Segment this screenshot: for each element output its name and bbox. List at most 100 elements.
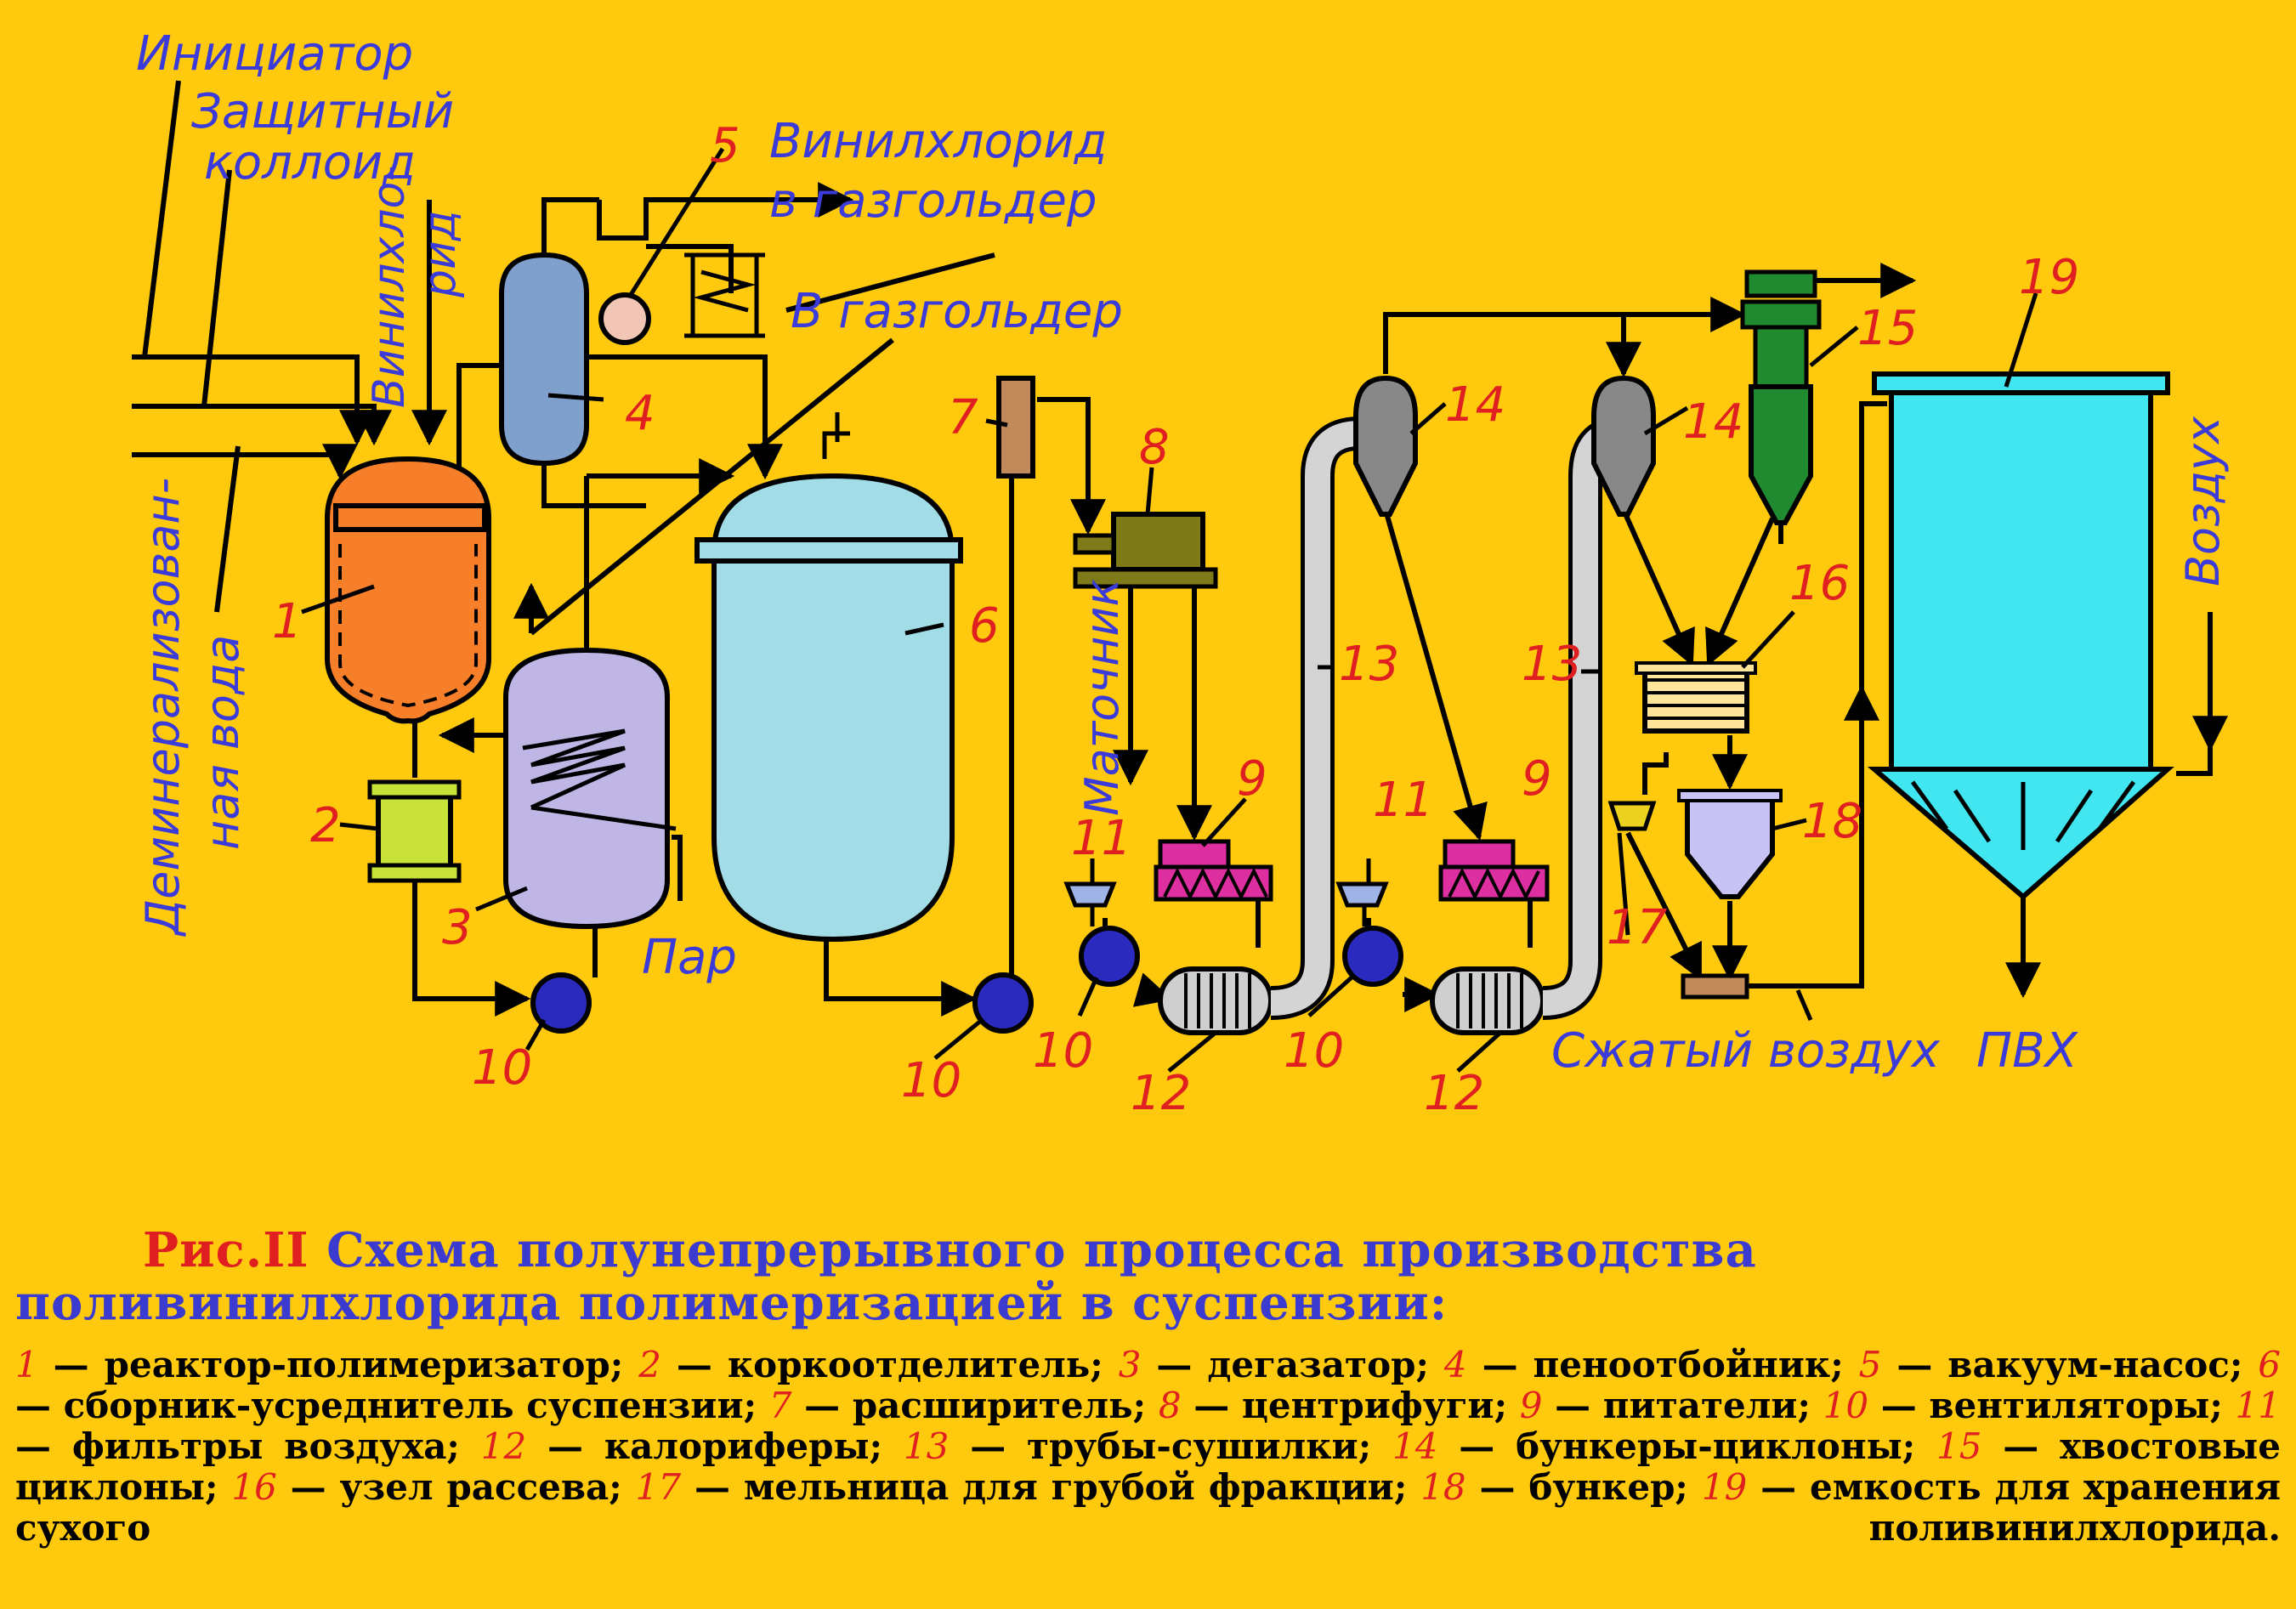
label-vinylchloride-1: Винилхло- (364, 166, 415, 408)
num-4: 4 (625, 386, 655, 441)
legend-text: — бункер; (1465, 1466, 1702, 1508)
num-11-b: 11 (1373, 773, 1433, 828)
legend-text: — коркоотделитель; (660, 1344, 1119, 1385)
legend-item: 4 — пеноотбойник; (1444, 1344, 1859, 1385)
legend-number: 18 (1420, 1466, 1466, 1508)
legend-number: 9 (1519, 1385, 1543, 1426)
heater-2 (1430, 966, 1545, 1035)
air-filter-1 (1063, 881, 1117, 926)
legend-text: — бункеры-циклоны; (1437, 1425, 1937, 1467)
legend-text: — мельница для грубой фракции; (681, 1466, 1421, 1508)
label-steam: Пар (642, 930, 737, 985)
legend-text: — сборник-усреднитель суспензии; (15, 1385, 769, 1426)
legend-text: — вакуум-насос; (1881, 1344, 2259, 1385)
legend-number: 13 (903, 1425, 950, 1467)
label-demin-water-2: ная вода (196, 635, 249, 850)
legend-text: — вентиляторы; (1868, 1385, 2236, 1426)
legend-number: 5 (1858, 1344, 1882, 1385)
degasser (503, 647, 677, 930)
legend-text: — пеноотбойник; (1466, 1344, 1859, 1385)
num-14-a: 14 (1445, 377, 1505, 433)
legend-text: — расширитель; (791, 1385, 1159, 1426)
num-2: 2 (310, 798, 341, 853)
num-12-a: 12 (1131, 1066, 1191, 1121)
air-filter-2 (1335, 881, 1389, 926)
feeder-2 (1438, 839, 1550, 902)
caption-text: Схема полунепрерывного процесса производ… (15, 1222, 1757, 1331)
tail-cyclone (1740, 269, 1822, 544)
legend-text: — емкость для хранения сухого поливинилх… (15, 1466, 2282, 1549)
label-vc-gasholder-2: в газгольдер (769, 173, 1097, 229)
label-leaders (142, 80, 995, 636)
coarse-mill (1607, 801, 1657, 831)
legend-item: 14 — бункеры-циклоны; (1392, 1425, 1936, 1467)
legend-text: — дегазатор; (1141, 1344, 1444, 1385)
legend-number: 15 (1936, 1425, 1982, 1467)
num-6: 6 (969, 598, 1000, 654)
num-17: 17 (1607, 900, 1668, 955)
num-10-b: 10 (901, 1053, 961, 1108)
legend-number: 14 (1392, 1425, 1438, 1467)
legend-item: 10 — вентиляторы; (1823, 1385, 2236, 1426)
air-nozzle (1681, 973, 1749, 1000)
num-14-b: 14 (1683, 394, 1743, 450)
num-1: 1 (272, 594, 303, 649)
legend-number: 8 (1158, 1385, 1182, 1426)
pvc-storage (1867, 371, 2174, 900)
num-13-b: 13 (1522, 637, 1582, 692)
legend-item: 17 — мельница для грубой фракции; (636, 1466, 1421, 1508)
legend-text: — питатели; (1542, 1385, 1823, 1426)
fan-1 (530, 972, 592, 1034)
num-12-b: 12 (1424, 1066, 1484, 1121)
legend-item: 12 — калориферы; (481, 1425, 904, 1467)
legend-text: — реактор-полимеризатор; (37, 1344, 639, 1385)
legend-text: — центрифуги; (1181, 1385, 1520, 1426)
legend-item: 2 — коркоотделитель; (638, 1344, 1119, 1385)
legend-item: 8 — центрифуги; (1159, 1385, 1520, 1426)
process-flow-diagram: Инициатор Защитный коллоид Винилхло- рид… (132, 26, 2230, 1121)
vacuum-pump (598, 292, 651, 345)
label-vinylchloride-2: рид (415, 210, 466, 298)
strainer (367, 779, 462, 883)
foam-separator (499, 252, 589, 467)
num-5: 5 (710, 118, 740, 173)
legend-text: — трубы-сушилки; (949, 1425, 1393, 1467)
label-colloid-1: Защитный (191, 84, 454, 139)
legend-item: 7 — расширитель; (769, 1385, 1159, 1426)
num-19: 19 (2019, 250, 2079, 305)
legend-item: 9 — питатели; (1520, 1385, 1823, 1426)
label-pvc: ПВХ (1976, 1023, 2079, 1079)
legend-number: 10 (1823, 1385, 1869, 1426)
legend-text: — узел рассева; (276, 1466, 636, 1508)
label-vc-gasholder-1: Винилхлорид (769, 114, 1107, 169)
legend-number: 17 (635, 1466, 682, 1508)
legend-number: 7 (768, 1385, 792, 1426)
cyclone-2 (1591, 375, 1656, 517)
legend-number: 2 (638, 1344, 661, 1385)
condenser (684, 252, 765, 338)
equipment-numbers: 1 2 3 4 5 6 7 8 9 9 10 10 10 10 11 11 12… (272, 118, 2079, 1121)
num-16: 16 (1789, 556, 1850, 611)
legend-number: 19 (1701, 1466, 1748, 1508)
legend-item: 5 — вакуум-насос; (1859, 1344, 2259, 1385)
label-air: Воздух (2176, 416, 2230, 586)
num-9-b: 9 (1522, 751, 1552, 807)
legend-number: 16 (231, 1466, 277, 1508)
legend-item: 3 — дегазатор; (1119, 1344, 1444, 1385)
legend-item: 11 — фильтры воздуха; (15, 1385, 2281, 1467)
num-9-a: 9 (1237, 751, 1267, 807)
legend-number: 4 (1443, 1344, 1467, 1385)
fan-4 (1342, 926, 1403, 987)
legend-number: 3 (1118, 1344, 1142, 1385)
suspension-collector (694, 412, 963, 943)
num-13-a: 13 (1339, 637, 1399, 692)
legend-text: — фильтры воздуха; (15, 1425, 481, 1467)
sieve-unit (1635, 661, 1757, 734)
fan-3 (1079, 926, 1140, 987)
legend-text: — хвостовые циклоны; (15, 1425, 2281, 1508)
num-8: 8 (1139, 420, 1170, 475)
heater-1 (1158, 966, 1273, 1035)
figure-number: Рис.II (143, 1222, 309, 1278)
centrifuge (1073, 512, 1218, 589)
